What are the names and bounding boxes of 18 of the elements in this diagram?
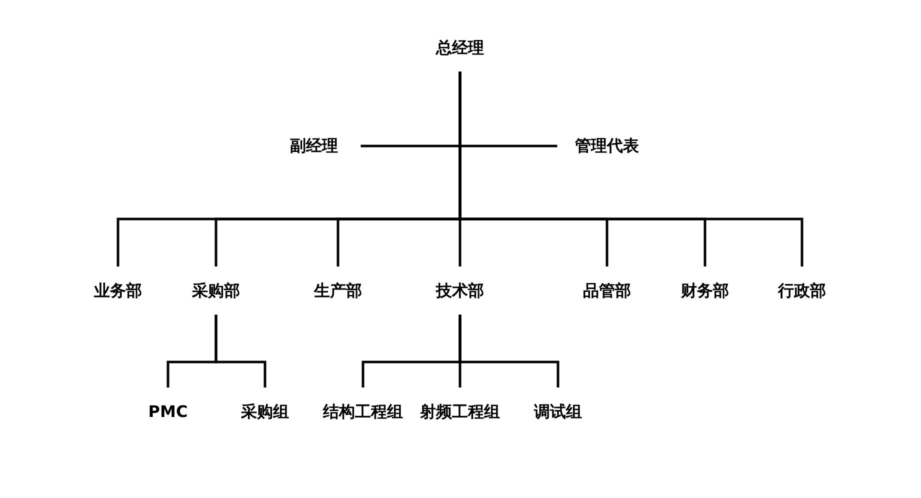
connector-line <box>458 314 560 388</box>
connector-line <box>458 72 804 266</box>
org-unit-label: PMC <box>148 403 188 421</box>
org-unit-label: 射频工程组 <box>420 403 500 421</box>
org-unit-label: 结构工程组 <box>323 403 403 421</box>
org-unit-label: 品管部 <box>583 282 631 300</box>
org-unit-label: 采购组 <box>241 403 289 421</box>
org-unit-label: 总经理 <box>436 39 484 57</box>
org-unit-label: 调试组 <box>534 403 582 421</box>
org-unit-label: 业务部 <box>94 282 142 300</box>
org-unit-label: 管理代表 <box>575 137 639 155</box>
org-unit-label: 技术部 <box>436 282 484 300</box>
org-unit-label: 副经理 <box>290 137 338 155</box>
org-unit-label: 财务部 <box>681 282 729 300</box>
connector-line <box>214 314 266 388</box>
org-unit-label: 采购部 <box>192 282 240 300</box>
org-unit-label: 行政部 <box>778 282 826 300</box>
org-unit-label: 生产部 <box>314 282 362 300</box>
